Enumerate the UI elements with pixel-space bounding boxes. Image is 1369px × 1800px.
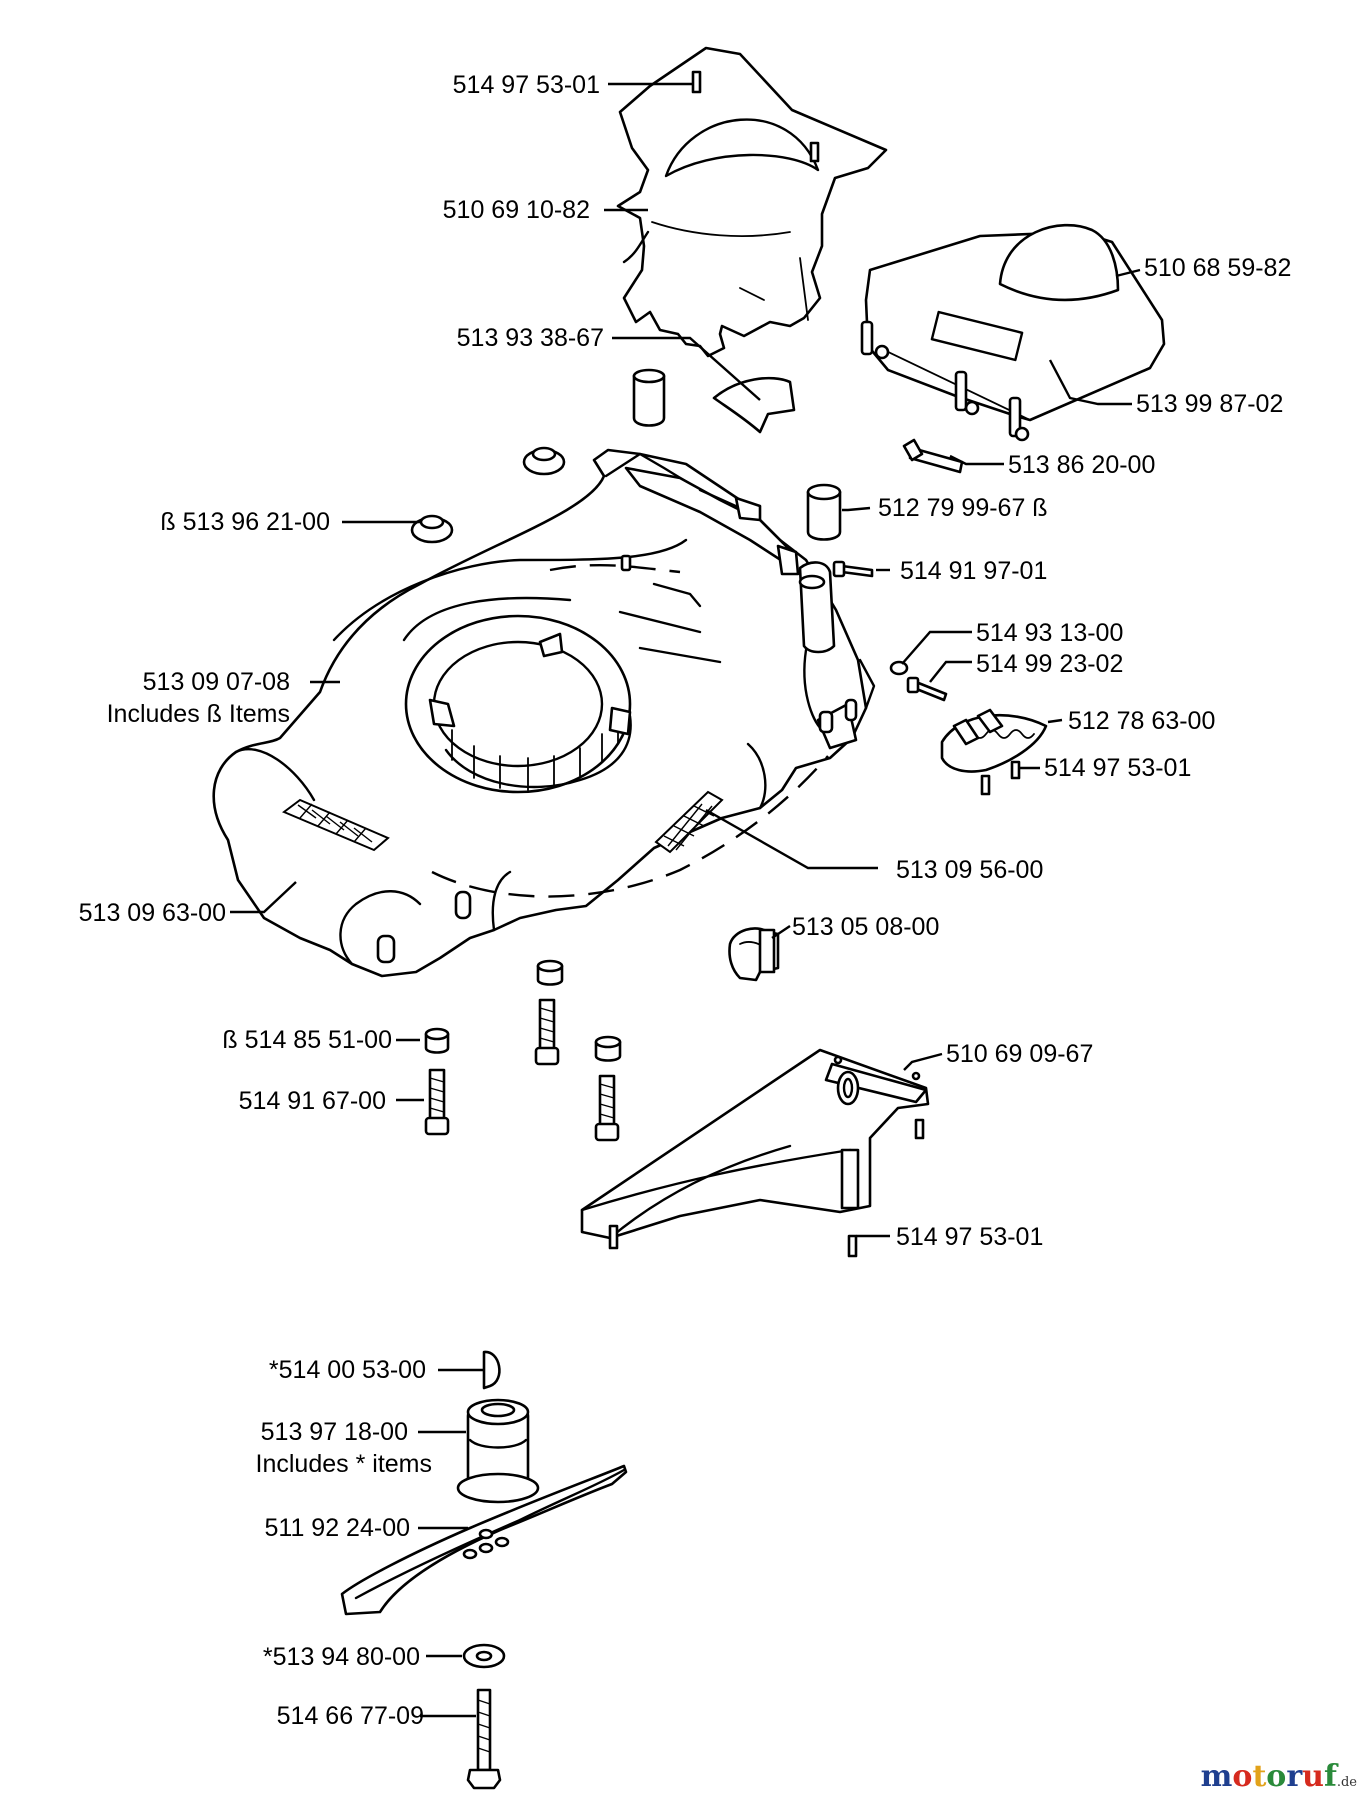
watermark-suffix: .de [1336,1775,1357,1790]
watermark-logo: motoruf.de [1201,1759,1357,1794]
label-includes-items: Includes ß Items [107,700,290,728]
bolt-514-91-67-00 [424,1068,450,1136]
nut-top-part [522,446,566,476]
bushing-514-85-51-00 [424,1027,450,1054]
leader-lines [230,82,1141,1718]
label-512-78-63-00: 512 78 63-00 [1068,707,1215,735]
rear-flap-part [860,223,1166,442]
washer-514-93-13-00 [889,660,909,676]
watermark-letter: f [1323,1759,1337,1794]
label-514-85-51-00: ß 514 85 51-00 [222,1026,392,1054]
guard-plate-part [712,376,796,434]
label-514-93-13-00: 514 93 13-00 [976,619,1123,647]
label-511-92-24-00: 511 92 24-00 [265,1514,411,1542]
label-514-97-53-01-top: 514 97 53-01 [453,71,600,99]
mower-deck-part [212,448,876,978]
hinge-rod-part [902,438,964,474]
nut-left-part [410,514,454,544]
rear-deflector-part [616,46,888,358]
label-513-93-38-67: 513 93 38-67 [457,324,604,352]
screw-514-91-97-01 [832,560,874,578]
spacer-right-part [806,483,842,541]
key-514-00-53-00 [482,1350,501,1390]
screw-514-99-23-02 [906,676,948,702]
label-513-97-18-00: 513 97 18-00 [261,1418,408,1446]
label-514-97-53-01-bottom: 514 97 53-01 [896,1223,1043,1251]
label-513-96-21-00: ß 513 96 21-00 [160,508,330,536]
label-513-86-20-00: 513 86 20-00 [1008,451,1155,479]
watermark-letter: o [1232,1759,1253,1794]
label-513-94-80-00: *513 94 80-00 [263,1643,420,1671]
label-510-68-59-82: 510 68 59-82 [1144,254,1291,282]
blade-bolt-514-66-77-09 [466,1688,502,1790]
label-510-69-09-67: 510 69 09-67 [946,1040,1093,1068]
label-510-69-10-82: 510 69 10-82 [443,196,590,224]
label-514-00-53-00: *514 00 53-00 [269,1356,426,1384]
label-513-09-63-00: 513 09 63-00 [79,899,226,927]
label-513-99-87-02: 513 99 87-02 [1136,390,1283,418]
spacer-part [632,368,666,427]
washer-513-94-80-00 [462,1643,506,1669]
label-514-91-67-00: 514 91 67-00 [239,1087,386,1115]
blade-adapter-part [456,1398,540,1504]
label-includes-star-items: Includes * items [256,1450,432,1478]
adjuster-bracket-part [940,708,1048,796]
label-513-09-07-08: 513 09 07-08 [143,668,290,696]
watermark-letter: o [1266,1759,1287,1794]
label-514-66-77-09: 514 66 77-09 [277,1702,424,1730]
label-514-99-23-02: 514 99 23-02 [976,650,1123,678]
label-513-05-08-00: 513 05 08-00 [792,913,939,941]
label-514-91-97-01: 514 91 97-01 [900,557,1047,585]
watermark-letter: t [1252,1759,1267,1794]
watermark-text: motoruf [1201,1759,1337,1794]
watermark-letter: r [1286,1759,1303,1794]
watermark-letter: u [1302,1759,1324,1794]
wheel-bolt-center [534,959,564,1066]
clip-part [728,927,780,982]
blade-part [340,1464,628,1616]
side-deflector-part [580,1048,930,1258]
label-513-09-56-00: 513 09 56-00 [896,856,1043,884]
label-512-79-99-67: 512 79 99-67 ß [878,494,1048,522]
part-labels: 514 97 53-01 510 69 10-82 510 68 59-82 5… [79,71,1292,1730]
label-514-97-53-01-right: 514 97 53-01 [1044,754,1191,782]
watermark-letter: m [1200,1759,1233,1794]
wheel-bolt-right [594,1035,622,1142]
